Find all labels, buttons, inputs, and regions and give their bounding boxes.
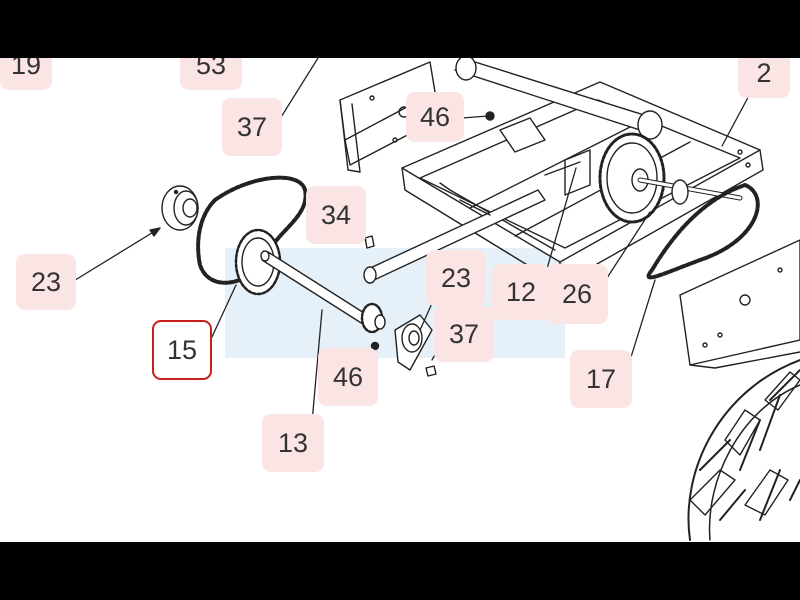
chain-right [646, 183, 760, 280]
parts-diagram: 19 53 37 46 2 34 23 15 23 37 46 13 12 26… [0, 58, 800, 542]
bolt-34 [364, 235, 375, 249]
callout-17[interactable]: 17 [570, 350, 632, 408]
exploded-assembly-drawing [71, 58, 800, 541]
frame-sprocket [598, 132, 743, 224]
callout-12[interactable]: 12 [492, 264, 550, 320]
callout-2[interactable]: 2 [738, 58, 790, 98]
bolt-37 [425, 365, 437, 377]
callout-23-right[interactable]: 23 [426, 250, 486, 306]
small-sprocket [360, 302, 386, 334]
arrow-head [149, 227, 161, 237]
callout-53[interactable]: 53 [180, 58, 242, 90]
tire [687, 359, 800, 541]
bearing-flange-left [161, 185, 199, 231]
callout-46-lower[interactable]: 46 [318, 348, 378, 406]
right-side-plate [679, 239, 800, 369]
callout-37-lower[interactable]: 37 [434, 306, 494, 362]
callout-19[interactable]: 19 [0, 58, 52, 90]
callout-13[interactable]: 13 [262, 414, 324, 472]
shaft-13 [260, 250, 373, 327]
callout-37-upper[interactable]: 37 [222, 98, 282, 156]
callout-15-selected[interactable]: 15 [152, 320, 212, 380]
callout-23-left[interactable]: 23 [16, 254, 76, 310]
callout-26[interactable]: 26 [546, 264, 608, 324]
callout-34[interactable]: 34 [306, 186, 366, 244]
callout-46-upper[interactable]: 46 [406, 92, 464, 142]
bearing-flange-right [394, 314, 433, 371]
